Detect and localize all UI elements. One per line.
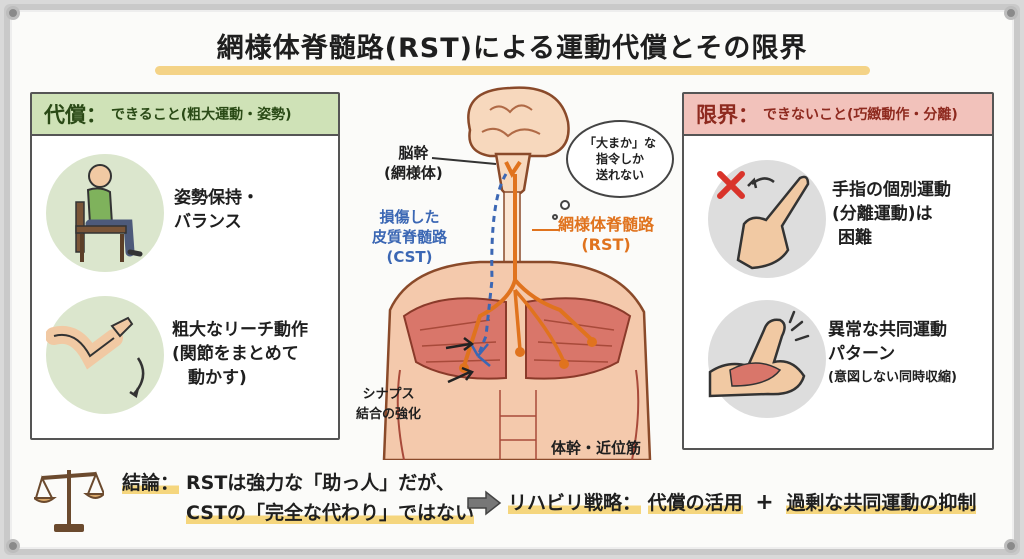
posture-balance-label: 姿勢保持・ バランス: [174, 186, 259, 234]
synapse-label-line1: シナプス: [362, 387, 415, 402]
conclusion-heading: 結論：: [122, 472, 180, 494]
limitation-panel-header: 限界： できないこと(巧緻動作・分離): [684, 94, 992, 136]
rehab-strategy: リハビリ戦略： 代償の活用 + 過剰な共同運動の抑制: [508, 488, 977, 515]
gross-reach-label: 粗大なリーチ動作 (関節をまとめて 動かす): [172, 318, 308, 390]
rst-label-line2: (RST): [581, 235, 631, 254]
pointing-finger-icon: [708, 160, 826, 278]
strategy-heading: リハビリ戦略：: [508, 492, 642, 514]
finger-label-line1: 手指の個別運動: [832, 180, 951, 200]
finger-label-line3: 困難: [838, 228, 872, 248]
thought-bubble-dot: [552, 214, 558, 220]
cst-label-line2: 皮質脊髄路: [372, 228, 448, 246]
anatomy-illustration: [382, 86, 652, 460]
thought-bubble-dot: [560, 200, 570, 210]
posture-label-line1: 姿勢保持・: [174, 188, 259, 208]
brainstem-label-line2: (網様体): [384, 164, 443, 182]
plus-icon: +: [755, 490, 774, 515]
synergy-label-line3: (意図しない同時収縮): [828, 370, 957, 385]
trunk-muscle-label: 体幹・近位筋: [551, 439, 642, 457]
cst-label-line3: (CST): [386, 248, 433, 266]
strategy-compensation: 代償の活用: [647, 492, 743, 514]
brainstem-label: 脳幹 (網様体): [384, 143, 443, 183]
corner-bolt-icon: [1004, 539, 1018, 553]
finger-label-line2: (分離運動)は: [832, 204, 933, 224]
corner-bolt-icon: [6, 6, 20, 20]
strategy-suppression: 過剰な共同運動の抑制: [786, 492, 977, 514]
page-title: 網様体脊髄路(RST)による運動代償とその限界: [216, 33, 808, 64]
bubble-line1: 「大まか」な: [583, 136, 656, 150]
limitation-heading: 限界：: [696, 103, 759, 127]
scale-icon: [34, 470, 104, 532]
compensation-panel-header: 代償： できること(粗大運動・姿勢): [32, 94, 338, 136]
flexed-arm-icon: [708, 300, 826, 418]
brainstem-label-line1: 脳幹: [398, 144, 429, 162]
right-arrow-icon: [467, 490, 502, 516]
title-underline: [155, 66, 870, 75]
limitation-panel: 限界： できないこと(巧緻動作・分離) 手指の個別運動 (分離運動)は 困難 異…: [682, 92, 994, 450]
reach-label-line2: (関節をまとめて: [172, 344, 299, 364]
cst-label: 損傷した 皮質脊髄路 (CST): [372, 207, 447, 267]
compensation-panel: 代償： できること(粗大運動・姿勢) 姿勢保持・ バランス 粗大なリーチ動作 (…: [30, 92, 340, 440]
synergy-label-line1: 異常な共同運動: [828, 320, 947, 340]
synapse-label: シナプス 結合の強化: [356, 385, 421, 425]
seated-person-icon: [46, 154, 164, 272]
synergy-pattern-label: 異常な共同運動 パターン (意図しない同時収縮): [828, 318, 957, 390]
thought-bubble: 「大まか」な 指令しか 送れない: [566, 120, 674, 198]
bubble-line3: 送れない: [595, 168, 644, 182]
rst-label-line1: 網様体脊髄路: [558, 215, 655, 234]
conclusion-line1: RSTは強力な「助っ人」だが、: [186, 472, 455, 494]
synergy-label-line2: パターン: [828, 344, 896, 364]
reaching-arm-icon: [45, 296, 164, 414]
brain-icon: [467, 86, 570, 158]
conclusion-prefix: 結論：: [122, 468, 180, 498]
posture-label-line2: バランス: [174, 212, 242, 232]
rst-label: 網様体脊髄路 (RST): [558, 215, 654, 255]
bubble-line2: 指令しか: [595, 152, 644, 166]
conclusion-text: RSTは強力な「助っ人」だが、 CSTの「完全な代わり」ではない: [186, 468, 474, 528]
reach-label-line1: 粗大なリーチ動作: [172, 320, 308, 340]
conclusion-line2: CSTの「完全な代わり」ではない: [186, 502, 474, 524]
corner-bolt-icon: [1004, 6, 1018, 20]
compensation-subheading: できること(粗大運動・姿勢): [111, 107, 292, 123]
cst-label-line1: 損傷した: [379, 208, 440, 226]
synapse-label-line2: 結合の強化: [356, 407, 422, 422]
corner-bolt-icon: [6, 539, 20, 553]
limitation-subheading: できないこと(巧緻動作・分離): [763, 107, 958, 123]
compensation-heading: 代償：: [44, 103, 107, 127]
reach-label-line3: 動かす): [188, 368, 247, 388]
finger-movement-label: 手指の個別運動 (分離運動)は 困難: [832, 178, 951, 250]
